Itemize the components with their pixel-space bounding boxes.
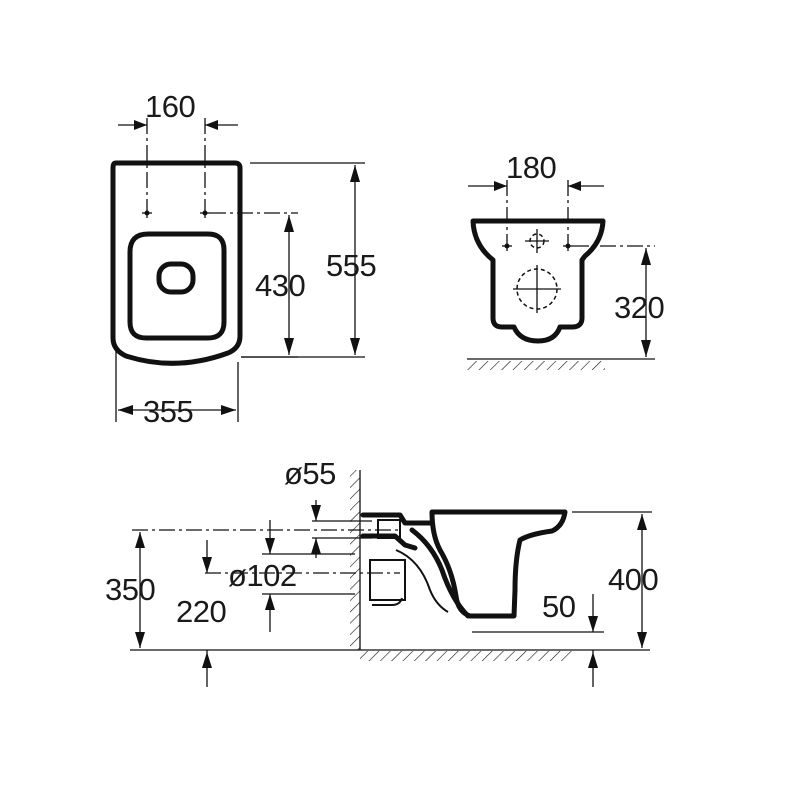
front-inlet-icon — [525, 229, 549, 253]
dim-320: 320 — [614, 290, 664, 325]
dim-o55: ø55 — [284, 456, 336, 491]
top-view-outline — [110, 160, 243, 366]
side-view: ø55 ø102 350 220 400 50 — [105, 456, 659, 687]
dim-400: 400 — [608, 562, 658, 597]
dim-350: 350 — [105, 572, 155, 607]
dim-220: 220 — [176, 594, 226, 629]
front-outlet-icon — [513, 265, 561, 313]
front-view: 180 320 — [467, 150, 665, 370]
side-view-trap — [409, 527, 471, 619]
top-view: 160 430 555 355 — [110, 89, 377, 429]
front-fixing-left-icon — [502, 241, 512, 251]
dim-430: 430 — [255, 268, 305, 303]
dim-180: 180 — [506, 150, 556, 185]
dim-o102: ø102 — [228, 558, 297, 593]
top-fixing-left-icon — [142, 208, 152, 218]
side-view-inlet-pipe — [377, 519, 401, 539]
top-view-seat — [127, 231, 227, 341]
dim-160: 160 — [145, 89, 195, 124]
top-fixing-right-icon — [200, 208, 210, 218]
top-view-drain — [156, 261, 196, 295]
front-view-outline — [470, 218, 606, 344]
front-fixing-right-icon — [563, 241, 573, 251]
side-view-outlet-pipe — [369, 559, 406, 601]
dim-50: 50 — [542, 589, 576, 624]
dim-555: 555 — [326, 248, 376, 283]
side-view-bowl — [429, 509, 568, 619]
dim-355: 355 — [143, 394, 193, 429]
